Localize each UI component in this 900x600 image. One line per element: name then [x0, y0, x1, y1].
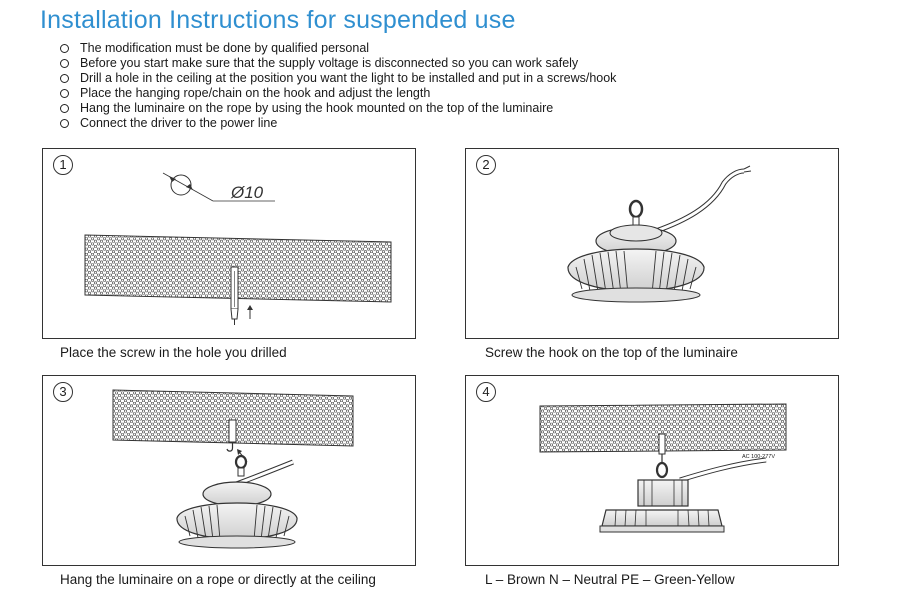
power-cable-shape: [655, 168, 745, 234]
instruction-item: Hang the luminaire on the rope by using …: [60, 101, 616, 116]
driver-housing-shape: [637, 479, 689, 507]
eye-hook-shape: [234, 454, 248, 470]
instruction-item: Connect the driver to the power line: [60, 116, 616, 131]
instruction-list: The modification must be done by qualifi…: [60, 41, 616, 131]
lens-rim-shape: [178, 535, 296, 549]
instruction-item: Before you start make sure that the supp…: [60, 56, 616, 71]
step-number-badge: 3: [53, 382, 73, 402]
ceiling-hook-shape: [658, 433, 666, 455]
instruction-text: Connect the driver to the power line: [80, 116, 278, 130]
step-number-badge: 4: [476, 382, 496, 402]
step-panel-4: 4 AC 100-277V: [465, 375, 839, 566]
driver-housing-shape: [202, 481, 272, 507]
circle-bullet-icon: [60, 44, 69, 53]
instruction-text: The modification must be done by qualifi…: [80, 41, 370, 55]
screw-shape: [230, 308, 239, 320]
voltage-label: AC 100-277V: [742, 454, 775, 460]
instruction-text: Place the hanging rope/chain on the hook…: [80, 86, 431, 100]
ceiling-slab-shape: [112, 389, 354, 447]
circle-bullet-icon: [60, 119, 69, 128]
ceiling-hook-shape: [228, 419, 237, 443]
circle-bullet-icon: [60, 59, 69, 68]
step-panel-1: 1 Ø10: [42, 148, 416, 339]
instruction-text: Hang the luminaire on the rope by using …: [80, 101, 554, 115]
step-panel-3: 3: [42, 375, 416, 566]
connected-luminaire-illustration: AC 100-277V: [539, 403, 787, 533]
eye-hook-shape: [655, 461, 669, 479]
instruction-item: Drill a hole in the ceiling at the posit…: [60, 71, 616, 86]
circle-bullet-icon: [60, 74, 69, 83]
step-number-badge: 2: [476, 155, 496, 175]
circle-bullet-icon: [60, 104, 69, 113]
hook-luminaire-illustration: [567, 165, 752, 303]
eye-hook-shape: [628, 199, 644, 219]
step-panel-2: 2: [465, 148, 839, 339]
ceiling-drill-illustration: Ø10: [84, 172, 392, 325]
instruction-text: Drill a hole in the ceiling at the posit…: [80, 71, 617, 85]
hole-diameter-label: Ø10: [230, 183, 264, 202]
hanging-luminaire-illustration: [112, 389, 354, 549]
lens-rim-shape: [571, 287, 701, 303]
heatsink-body-shape: [176, 502, 298, 540]
instruction-item: The modification must be done by qualifi…: [60, 41, 616, 56]
lens-rim-shape: [599, 525, 725, 533]
circle-bullet-icon: [60, 89, 69, 98]
step-caption-4: L – Brown N – Neutral PE – Green-Yellow: [485, 572, 735, 587]
hole-detail-circle: [170, 174, 192, 196]
step-caption-1: Place the screw in the hole you drilled: [60, 345, 287, 360]
step-caption-3: Hang the luminaire on a rope or directly…: [60, 572, 376, 587]
step-caption-2: Screw the hook on the top of the luminai…: [485, 345, 738, 360]
instruction-text: Before you start make sure that the supp…: [80, 56, 579, 70]
step-number-badge: 1: [53, 155, 73, 175]
page-title: Installation Instructions for suspended …: [40, 6, 516, 34]
instruction-item: Place the hanging rope/chain on the hook…: [60, 86, 616, 101]
ceiling-slab-shape: [539, 403, 787, 453]
heatsink-body-shape: [601, 509, 723, 527]
